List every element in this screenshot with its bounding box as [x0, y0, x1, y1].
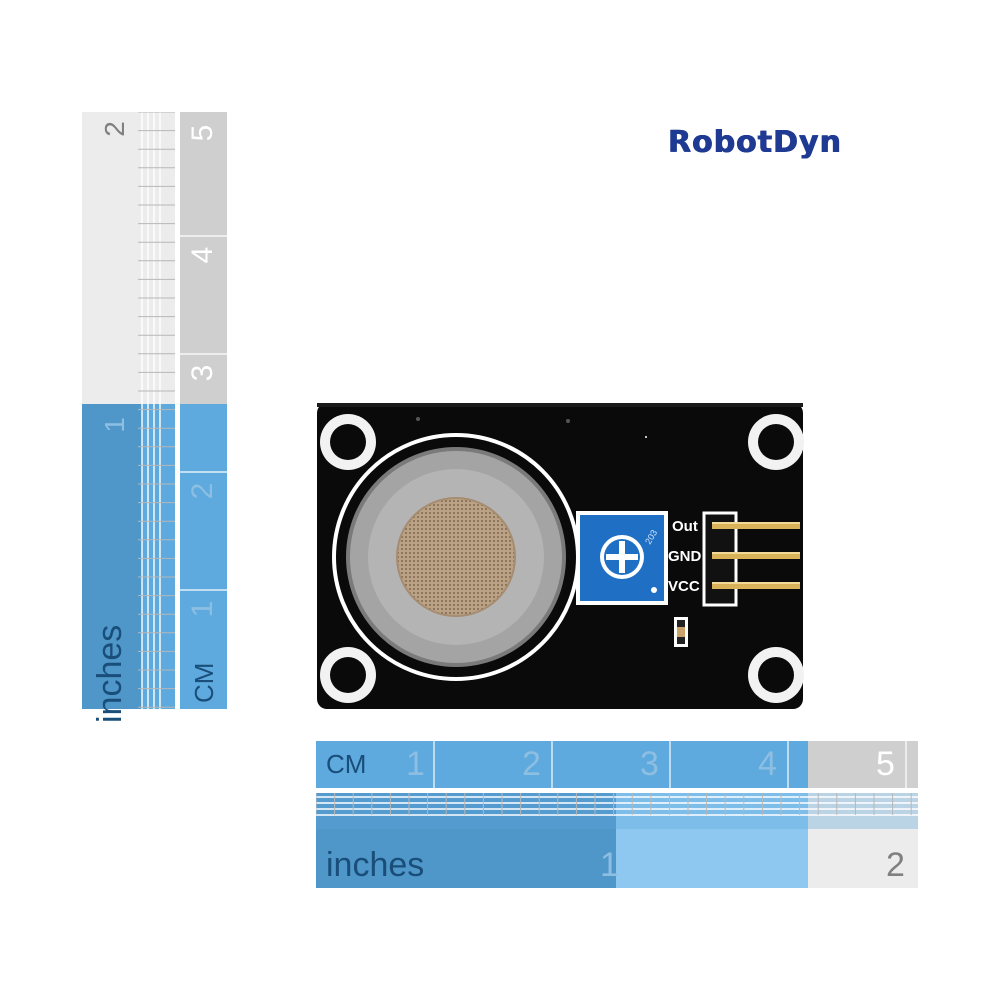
- vertical-inch-ticks: [138, 112, 175, 709]
- horizontal-inch-mark-1: 1: [600, 846, 619, 884]
- horizontal-cm-mark-3: 3: [640, 745, 659, 783]
- horizontal-inch-ticks: [316, 793, 918, 816]
- horizontal-inch-mark-2: 2: [886, 846, 905, 884]
- horizontal-cm-mark-1: 1: [406, 745, 425, 783]
- vertical-cm-label: CM: [189, 662, 219, 703]
- horizontal-inch-label: inches: [326, 846, 425, 884]
- horizontal-cm-mark-4: 4: [758, 745, 777, 783]
- pin-label-gnd: GND: [668, 548, 702, 565]
- horizontal-cm-label: CM: [326, 749, 367, 779]
- gas-sensor-module: 203 Out GND VCC: [317, 403, 804, 709]
- vertical-inch-ruler: 2 1 inches: [82, 112, 175, 723]
- pin-label-vcc: VCC: [668, 578, 700, 595]
- horizontal-cm-mark-5: 5: [876, 745, 895, 783]
- vertical-inch-mark-2: 2: [99, 121, 130, 137]
- vertical-cm-mark-3: 3: [186, 364, 219, 382]
- vertical-inch-label: inches: [91, 624, 129, 723]
- horizontal-cm-mark-2: 2: [522, 745, 541, 783]
- robotdyn-logo: RobotDyn: [668, 125, 842, 160]
- vertical-cm-ruler: 5 4 3 2 1 CM: [180, 112, 227, 709]
- pin-label-out: Out: [672, 518, 698, 535]
- vertical-cm-mark-1: 1: [186, 600, 219, 618]
- vertical-cm-mark-5: 5: [186, 124, 219, 142]
- horizontal-inch-ruler: inches 1 2: [316, 793, 918, 888]
- vertical-cm-mark-4: 4: [186, 246, 219, 264]
- mounting-hole: [645, 436, 647, 438]
- header-pins: [712, 522, 800, 589]
- horizontal-cm-ruler: CM 1 2 3 4 5: [316, 741, 918, 788]
- vertical-cm-mark-2: 2: [186, 482, 219, 500]
- vertical-inch-mark-1: 1: [99, 417, 130, 433]
